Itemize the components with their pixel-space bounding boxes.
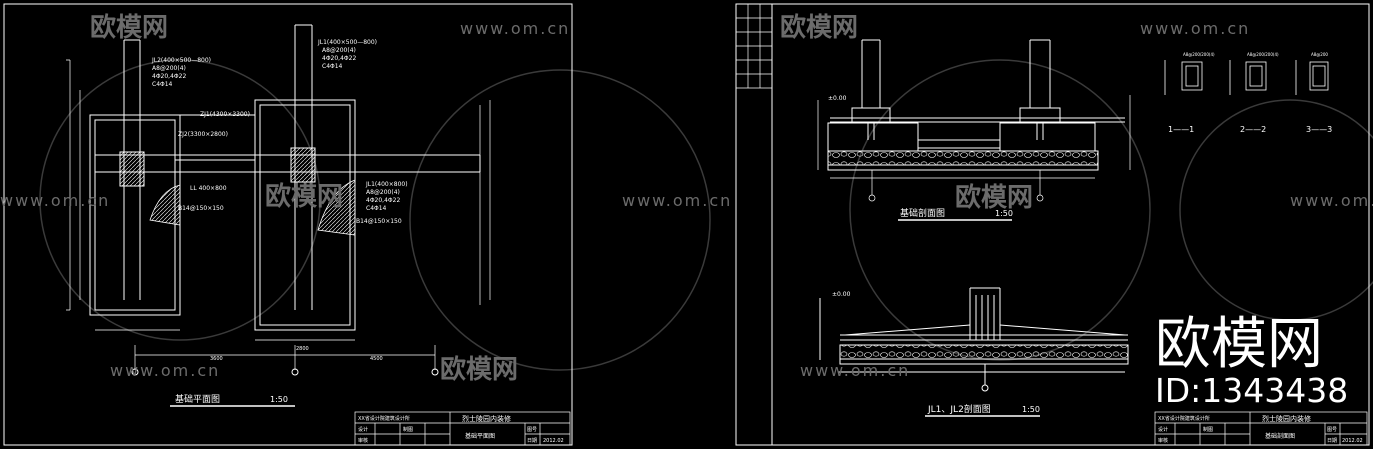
label-ll: LL 400×800 [190,185,227,192]
left-tb-row2: 审核 [358,437,368,444]
label-jl1-r3: C4Φ14 [322,63,343,70]
large-brand-watermark: 欧模网 [1155,312,1323,377]
label-zj2: ZJ2(3300×2800) [178,131,228,138]
label-jl1-r1: A8@200(4) [322,47,356,54]
watermark-layer: 欧模网 www.om.cn www.om.cn 欧模网 www.om.cn 欧模… [0,12,1373,410]
columns [119,147,316,187]
label-jl-c-r3: C4Φ14 [366,205,387,212]
right-sheet: ±0.00 基础剖面图 1:50 A8@200/200(4) A8@200/20… [735,3,1370,446]
right-tb-row1: 设计 [1158,426,1168,433]
left-tb-org: XX省设计院建筑设计所 [358,415,410,422]
dim-c: 2800 [296,346,309,352]
label-jl2-r1: A8@200(4) [152,65,186,72]
jl-section-title: JL1、JL2剖面图 [927,403,991,415]
watermark-brand-5: 欧模网 [955,182,1033,213]
label-jl-c-r2: 4Φ20,4Φ22 [366,197,400,204]
section-label-2: 2——2 [1240,125,1266,134]
dim-b: 4500 [370,356,383,362]
watermark-url-2: www.om.cn [0,191,110,210]
section-title: 基础剖面图 [900,207,945,219]
right-title-block [1154,411,1368,446]
watermark-circles [39,59,1373,371]
left-title-block [354,411,571,446]
watermark-brand-4: 欧模网 [780,12,858,43]
slab-hatch [149,179,356,236]
sec-note-1: A8@200/200(4) [1183,52,1215,57]
right-tb-date: 2012.02 [1342,438,1363,444]
dim-a: 3600 [210,356,223,362]
elev-top: ±0.00 [828,95,847,102]
left-tb-row4: 制图 [403,426,413,433]
left-tb-row1: 设计 [358,426,368,433]
label-jl1-r2: 4Φ20,4Φ22 [322,55,356,62]
jl-section [819,287,1128,392]
foundation-beams [89,24,481,331]
side-stamp-grid [736,4,772,89]
jl-section-scale: 1:50 [1022,405,1040,414]
section-scale: 1:50 [995,209,1013,218]
watermark-url-7: www.om.cn [800,361,910,380]
elev-bottom: ±0.00 [832,291,851,298]
right-tb-org: XX省设计院建筑设计所 [1158,415,1210,422]
watermark-url-6: www.om.cn [1290,191,1373,210]
left-tb-project: 烈士陵园内装修 [462,414,511,423]
label-jl-c: JL1(400×800) [365,181,408,188]
label-jl2-r3: C4Φ14 [152,81,173,88]
watermark-url-3: www.om.cn [110,361,220,380]
label-jl-c-r1: A8@200(4) [366,189,400,196]
label-b2: B14@150×150 [356,218,402,225]
id-watermark: ID:1343438 [1155,371,1348,410]
right-tb-row2: 审核 [1158,437,1168,444]
beam-labels: JL2(400×500—800) A8@200(4) 4Φ20,4Φ22 C4Φ… [151,39,408,362]
watermark-url-5: www.om.cn [1140,19,1250,38]
right-sheet-inner-border [771,3,1370,446]
watermark-brand-3: 欧模网 [440,354,518,385]
watermark-url-4: www.om.cn [622,191,732,210]
label-zj1: ZJ1(4300×3300) [200,111,250,118]
watermark-url-1: www.om.cn [460,19,570,38]
label-jl1: JL1(400×500—800) [317,39,377,46]
cushion-layer-top [827,164,1099,171]
axis-markers [131,368,439,376]
watermark-brand-2: 欧模网 [265,181,343,212]
right-tb-drawing: 基础剖面图 [1265,432,1295,440]
section-label-3: 3——3 [1306,125,1332,134]
left-tb-meta1: 图号 [527,427,537,433]
right-tb-meta1: 图号 [1327,427,1337,433]
left-tb-meta2: 日期 [527,438,537,444]
right-tb-row4: 制图 [1203,426,1213,433]
label-jl2-r2: 4Φ20,4Φ22 [152,73,186,80]
sec-note-3: A8@200 [1311,52,1328,57]
section-dims [817,95,1131,202]
left-drawing-title: 基础平面图 [175,393,220,405]
beam-cross-sections [1164,60,1329,95]
label-b1: B14@150×150 [178,205,224,212]
left-tb-date: 2012.02 [543,438,564,444]
left-sheet: JL2(400×500—800) A8@200(4) 4Φ20,4Φ22 C4Φ… [3,3,573,446]
section-label-1: 1——1 [1168,125,1194,134]
cushion-layer-bottom [839,358,1129,365]
gravel-bed-top [827,150,1099,166]
watermark-brand-1: 欧模网 [90,12,168,43]
dimension-lines [66,59,491,370]
left-sheet-border [3,3,573,446]
right-tb-project: 烈士陵园内装修 [1262,414,1311,423]
sec-note-2: A8@200/200(4) [1247,52,1279,57]
gravel-bed-bottom [839,344,1129,360]
left-tb-drawing: 基础平面图 [465,432,495,440]
label-jl2: JL2(400×500—800) [151,57,211,64]
right-tb-meta2: 日期 [1327,438,1337,444]
left-drawing-scale: 1:50 [270,395,288,404]
foundation-section [827,39,1125,152]
